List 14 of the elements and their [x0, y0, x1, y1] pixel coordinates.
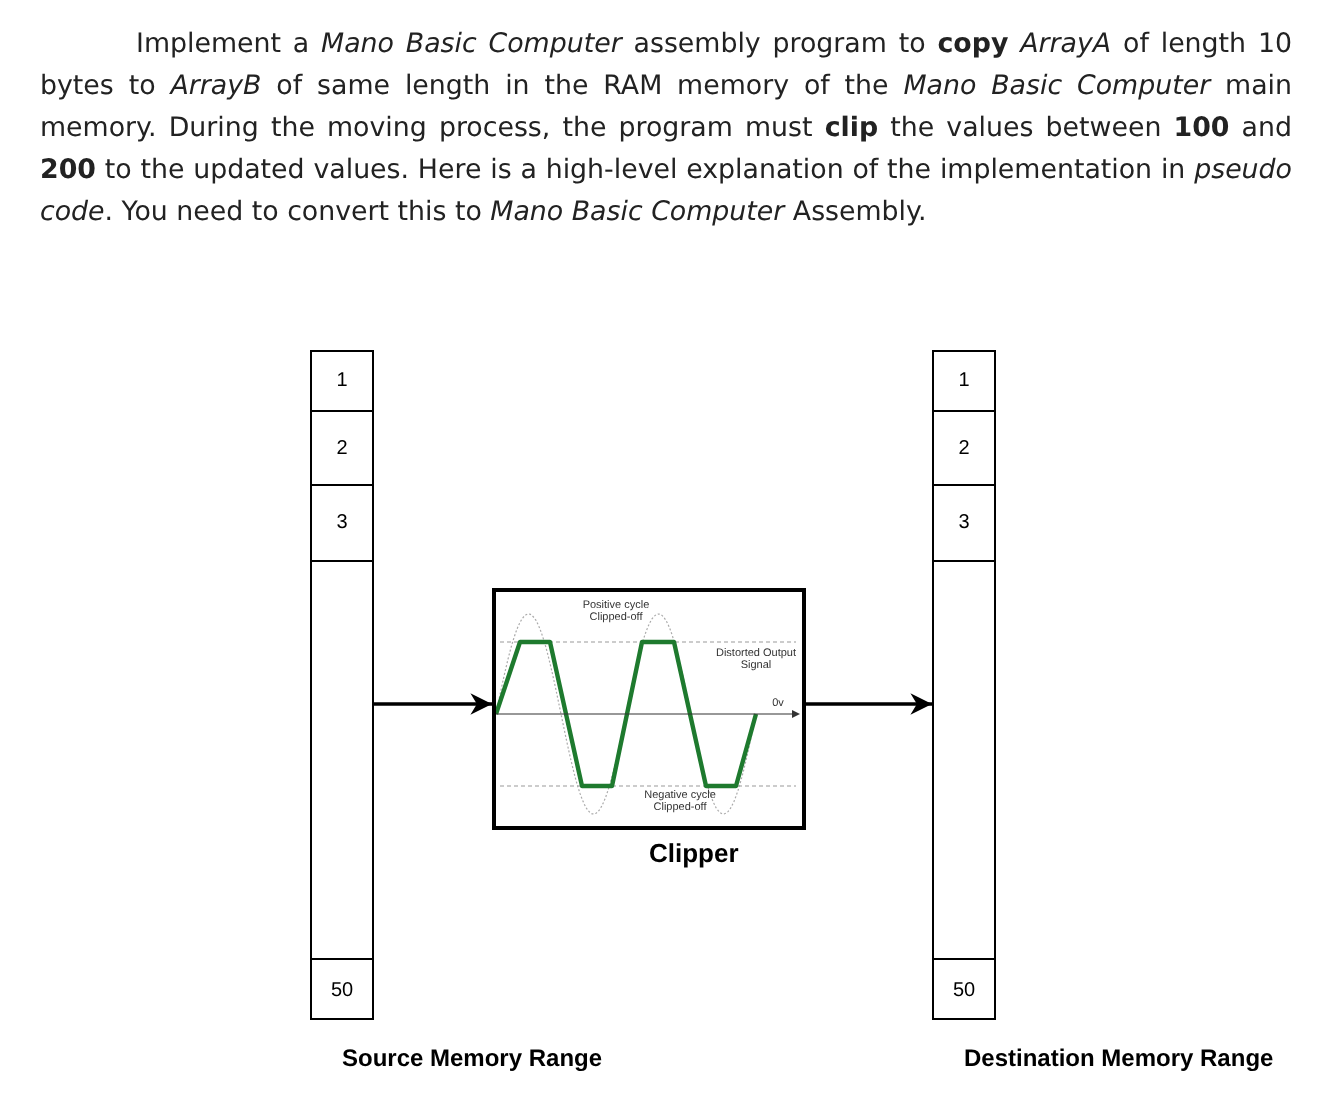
instruction-paragraph: Implement a Mano Basic Computer assembly program to copy ArrayA of length 10 bytes to ArrayB of same length in the RAM memory of the Mano Basic Computer main memory. During the moving process, the program must clip the values between 100 and 200 to the updated values. Here is a high-level explanation of the implementation in pseudo code. You need to convert this to Mano Basic Computer Assembly.	[40, 28, 1292, 232]
column-caption: Source Memory Range	[342, 1044, 603, 1072]
memory-cell: 2	[312, 412, 372, 486]
memory-cell: 3	[312, 486, 372, 562]
memory-cell: 1	[312, 352, 372, 412]
memory-cell: 50	[312, 958, 372, 1022]
memory-cell: 50	[934, 958, 994, 1022]
block-caption: Clipper	[649, 838, 739, 868]
memory-cell: 1	[934, 352, 994, 412]
arrow	[374, 693, 492, 715]
memory-cell: 3	[934, 486, 994, 562]
arrow	[806, 693, 932, 715]
memory-cell: 2	[934, 412, 994, 486]
column-caption: Destination Memory Range	[964, 1044, 1274, 1072]
